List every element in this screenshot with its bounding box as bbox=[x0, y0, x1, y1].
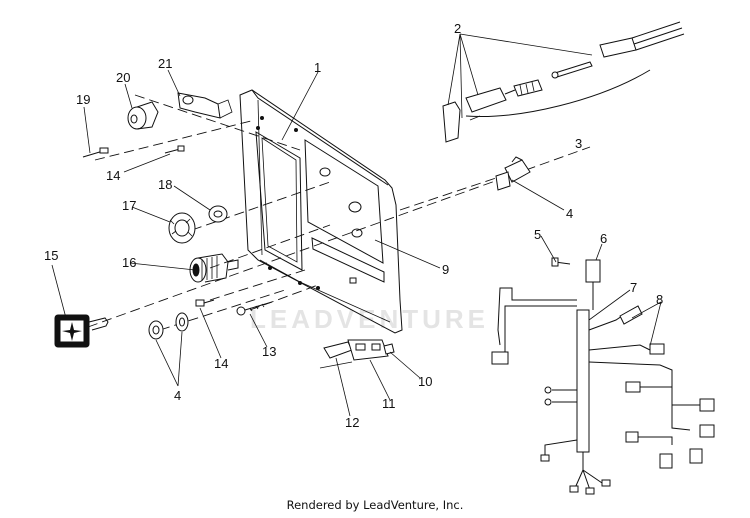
washer bbox=[208, 205, 228, 223]
key-switch bbox=[189, 253, 239, 283]
leader-lines bbox=[51, 33, 662, 417]
callout-18: 18 bbox=[158, 177, 172, 192]
callout-4-left: 4 bbox=[174, 388, 181, 403]
callout-9: 9 bbox=[442, 262, 449, 277]
callout-14-upper: 14 bbox=[106, 168, 120, 183]
dash-panel bbox=[239, 89, 403, 334]
callout-12: 12 bbox=[345, 415, 359, 430]
lock-nut bbox=[168, 212, 196, 244]
callout-labels: 1 2 3 4 4 5 6 7 8 9 10 11 12 13 14 14 15… bbox=[44, 21, 663, 430]
small-screws bbox=[195, 299, 273, 316]
callout-21: 21 bbox=[158, 56, 172, 71]
bulb-and-screw bbox=[82, 145, 185, 158]
callout-13: 13 bbox=[262, 344, 276, 359]
indicator-lights bbox=[148, 312, 189, 340]
callout-19: 19 bbox=[76, 92, 90, 107]
callout-6: 6 bbox=[600, 231, 607, 246]
callout-17: 17 bbox=[122, 198, 136, 213]
callout-3: 3 bbox=[575, 136, 582, 151]
callout-11: 11 bbox=[382, 396, 396, 411]
callout-7: 7 bbox=[630, 280, 637, 295]
callout-5: 5 bbox=[534, 227, 541, 242]
callout-10: 10 bbox=[418, 374, 432, 389]
callout-15: 15 bbox=[44, 248, 58, 263]
callout-4-right: 4 bbox=[566, 206, 573, 221]
callout-14-lower: 14 bbox=[214, 356, 228, 371]
callout-8: 8 bbox=[656, 292, 663, 307]
callout-20: 20 bbox=[116, 70, 130, 85]
switch-assembly bbox=[442, 21, 685, 143]
lamp-socket bbox=[127, 101, 159, 130]
watermark-text: LEADVENTURE bbox=[250, 304, 489, 334]
toggle-switch bbox=[495, 156, 531, 191]
footer-credit: Rendered by LeadVenture, Inc. bbox=[286, 498, 464, 512]
lamp-bracket bbox=[177, 92, 233, 119]
callout-2: 2 bbox=[454, 21, 461, 36]
callout-1: 1 bbox=[314, 60, 321, 75]
ignition-key bbox=[54, 314, 109, 348]
mount-bracket bbox=[319, 339, 395, 369]
wiring-harness bbox=[491, 257, 715, 495]
callout-16: 16 bbox=[122, 255, 136, 270]
